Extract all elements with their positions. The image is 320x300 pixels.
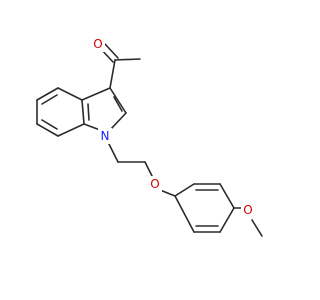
bond-n1-c7a [83, 123, 101, 131]
bond-ch2-ether-o [144, 161, 153, 177]
bond-c6-c7-a [36, 123, 59, 137]
bond-carbonyl-c-c3 [109, 59, 116, 89]
bond-ph-c3-c4 [219, 183, 235, 209]
carbonyl-oxygen-atom: O [91, 36, 105, 52]
bond-c3-c3a [81, 87, 111, 101]
indole-nitrogen-atom: N [98, 128, 112, 144]
methoxy-oxygen-label: O [243, 203, 252, 217]
methoxy-oxygen-atom: O [241, 202, 255, 218]
bond-c3a-c7a-b [87, 103, 90, 121]
bond-c7-c7a [57, 123, 85, 137]
bond-carbonyl-c-o-b [104, 43, 119, 59]
bond-c2-n1 [109, 112, 127, 131]
ether-oxygen-atom: O [148, 176, 162, 192]
bond-ph-c4-c5 [219, 207, 235, 233]
bond-methoxy-o-ch3 [251, 219, 263, 237]
bond-c4-c5-b [41, 94, 58, 105]
chemical-structure: O N O O [36, 36, 263, 237]
bond-ph-c1-c2 [174, 183, 195, 197]
bond-ether-o-ring [159, 189, 176, 197]
bond-c3-c2-b [113, 96, 123, 112]
bond-c3a-c4 [57, 87, 83, 101]
indole-nitrogen-label: N [101, 129, 110, 143]
bond-c6-c7-b [41, 119, 58, 130]
bond-c3a-c7a-a [81, 99, 85, 125]
bond-ph-c6-c1 [174, 195, 195, 233]
ether-oxygen-label: O [150, 177, 159, 191]
bond-c4-c5-a [36, 87, 59, 101]
carbonyl-oxygen-label: O [93, 37, 102, 51]
bond-c3-c2-a [109, 87, 127, 114]
bond-carbonyl-c-methyl [114, 58, 141, 61]
bond-n1-ch2 [107, 141, 119, 163]
